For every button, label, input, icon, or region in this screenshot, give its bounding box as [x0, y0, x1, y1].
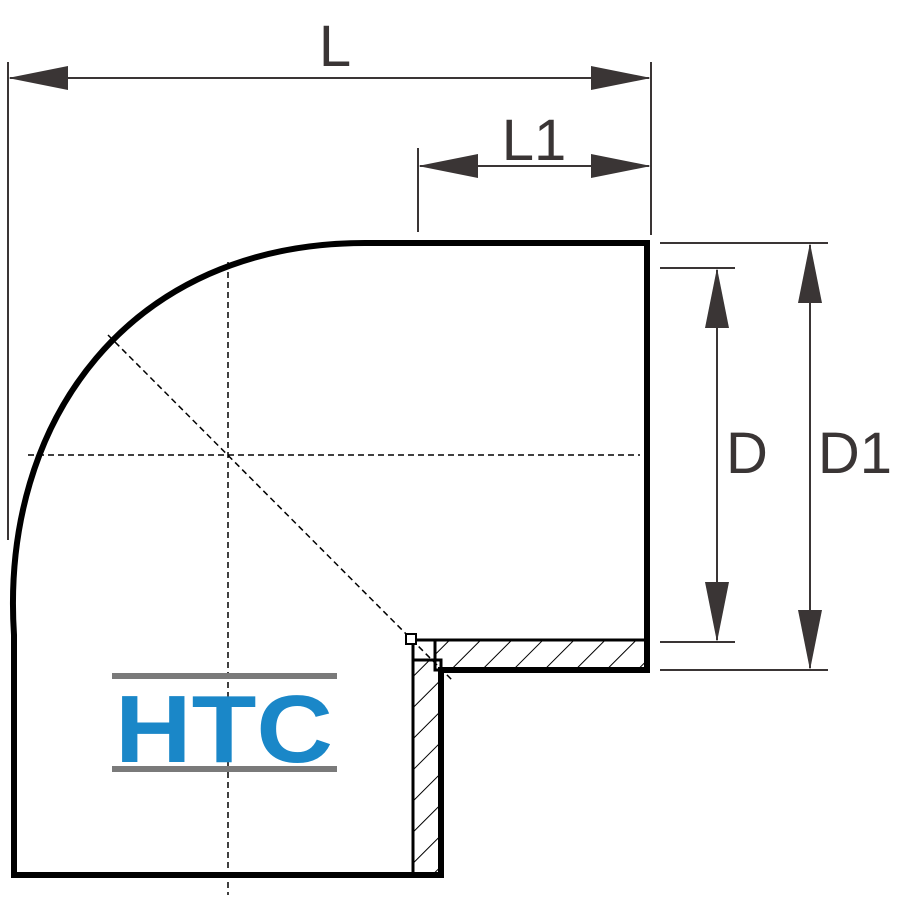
centerlines [28, 262, 640, 895]
label-L1: L1 [502, 108, 567, 173]
dimension-lines [8, 66, 822, 670]
hatched-wall-vertical [411, 658, 443, 877]
corner-marker [405, 633, 417, 645]
label-D1: D1 [818, 421, 892, 486]
logo-top-bar [112, 673, 337, 679]
logo-bottom-bar [112, 766, 337, 772]
htc-logo: HTC [112, 673, 337, 783]
extension-lines [7, 62, 828, 671]
label-D: D [726, 421, 768, 486]
hatched-wall-horizontal [433, 638, 649, 672]
label-L: L [319, 14, 351, 79]
diagonal-centerline [107, 334, 453, 681]
logo-text: HTC [115, 676, 333, 783]
elbow-outline [10, 240, 650, 878]
